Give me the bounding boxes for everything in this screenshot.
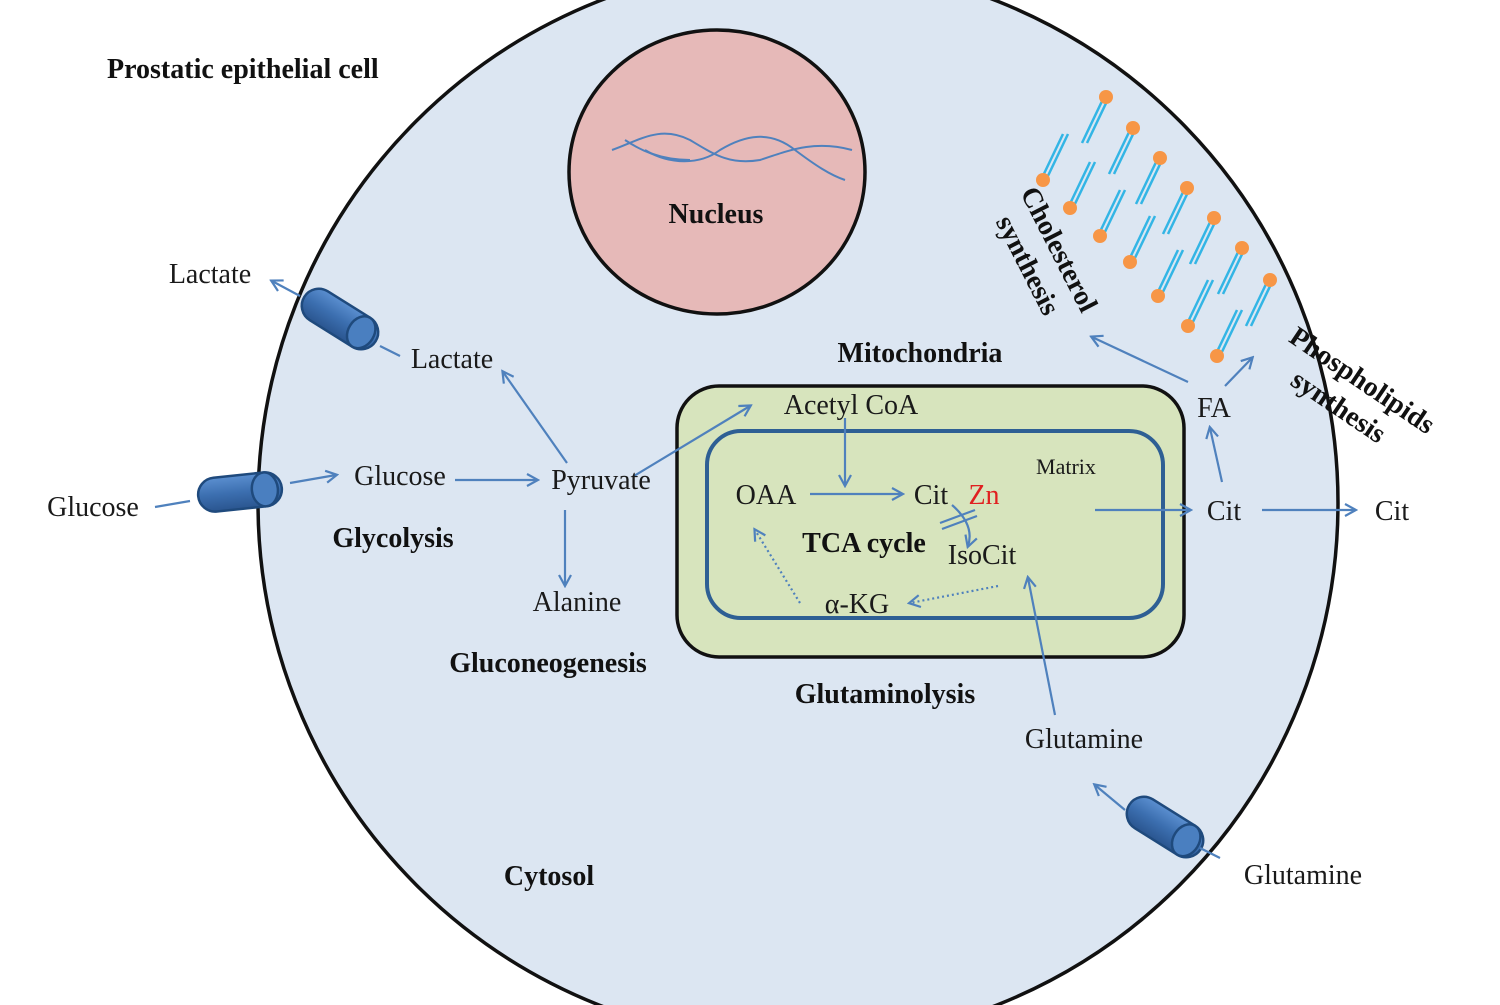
lipid-head <box>1099 90 1113 104</box>
mitochondria-label: Mitochondria <box>838 338 1003 369</box>
lipid-tail <box>1044 133 1070 181</box>
lipid-head <box>1063 201 1077 215</box>
lipid-head <box>1153 151 1167 165</box>
lipid-tail <box>1126 215 1152 263</box>
glycolysis-label: Glycolysis <box>332 523 453 554</box>
mitochondrial-matrix <box>705 429 1165 620</box>
lipid-tail <box>1184 279 1210 327</box>
nucleus-label: Nucleus <box>669 199 764 230</box>
lipid-tail <box>1107 127 1133 175</box>
dna-strand-icon <box>611 132 853 181</box>
glucose-cytosol-label: Glucose <box>354 461 446 492</box>
lactate-cytosol-label: Lactate <box>411 344 493 375</box>
nucleus <box>567 28 867 316</box>
fatty-acid-label: FA <box>1197 393 1231 424</box>
acetyl-coa-label: Acetyl CoA <box>784 390 919 421</box>
alpha-ketoglutarate-label: α-KG <box>825 589 889 620</box>
pyruvate-label: Pyruvate <box>551 465 651 496</box>
cell-title: Prostatic epithelial cell <box>107 54 379 85</box>
lipid-tail <box>1112 127 1138 175</box>
alanine-label: Alanine <box>533 587 622 618</box>
tca-cycle-label: TCA cycle <box>802 528 926 559</box>
citrate-cytosol-label: Cit <box>1207 496 1241 527</box>
citrate-extracellular-label: Cit <box>1375 496 1409 527</box>
mitochondria <box>675 384 1186 659</box>
lipid-tail <box>1218 309 1244 357</box>
lipid-tail <box>1154 249 1180 297</box>
lipid-head <box>1180 181 1194 195</box>
lactate-extracellular-label: Lactate <box>169 259 251 290</box>
lipid-head <box>1151 289 1165 303</box>
lipid-tail <box>1085 96 1111 144</box>
lipid-tail <box>1188 217 1214 265</box>
lipid-tail <box>1166 187 1192 235</box>
lipid-tail <box>1161 187 1187 235</box>
lipid-head <box>1093 229 1107 243</box>
lipid-tail <box>1249 279 1275 327</box>
lipid-head <box>1263 273 1277 287</box>
lipid-tail <box>1134 157 1160 205</box>
lipid-tail <box>1189 279 1215 327</box>
lipid-tail <box>1071 161 1097 209</box>
lipid-tail <box>1216 247 1242 295</box>
oaa-label: OAA <box>736 480 797 511</box>
isocitrate-label: IsoCit <box>948 540 1017 571</box>
lipid-tail <box>1139 157 1165 205</box>
pathway-arrows <box>154 281 1355 859</box>
glutaminolysis-label: Glutaminolysis <box>795 679 976 710</box>
lipid-tail <box>1213 309 1239 357</box>
gluconeogenesis-label: Gluconeogenesis <box>449 648 647 679</box>
lipid-tail <box>1039 133 1065 181</box>
lipid-tail <box>1080 96 1106 144</box>
lipid-head <box>1181 319 1195 333</box>
glutamine-extracellular-label: Glutamine <box>1244 860 1362 891</box>
lipid-head <box>1210 349 1224 363</box>
lipid-head <box>1036 173 1050 187</box>
lipid-head <box>1207 211 1221 225</box>
phospholipid-icon <box>1036 90 1277 363</box>
lipid-head <box>1123 255 1137 269</box>
lipid-tail <box>1159 249 1185 297</box>
glucose-extracellular-label: Glucose <box>47 492 139 523</box>
lipid-head <box>1235 241 1249 255</box>
lipid-tail <box>1096 189 1122 237</box>
citrate-matrix-label: Cit <box>914 480 948 511</box>
lipid-tail <box>1101 189 1127 237</box>
lipid-tail <box>1131 215 1157 263</box>
lipid-head <box>1126 121 1140 135</box>
lipid-tail <box>1244 279 1270 327</box>
glutamine-cytosol-label: Glutamine <box>1025 724 1143 755</box>
lipid-tail <box>1066 161 1092 209</box>
lipid-tail <box>1221 247 1247 295</box>
matrix-label: Matrix <box>1036 454 1096 479</box>
cytosol-label: Cytosol <box>504 861 594 892</box>
lipid-tail <box>1193 217 1219 265</box>
zinc-label: Zn <box>968 480 999 511</box>
